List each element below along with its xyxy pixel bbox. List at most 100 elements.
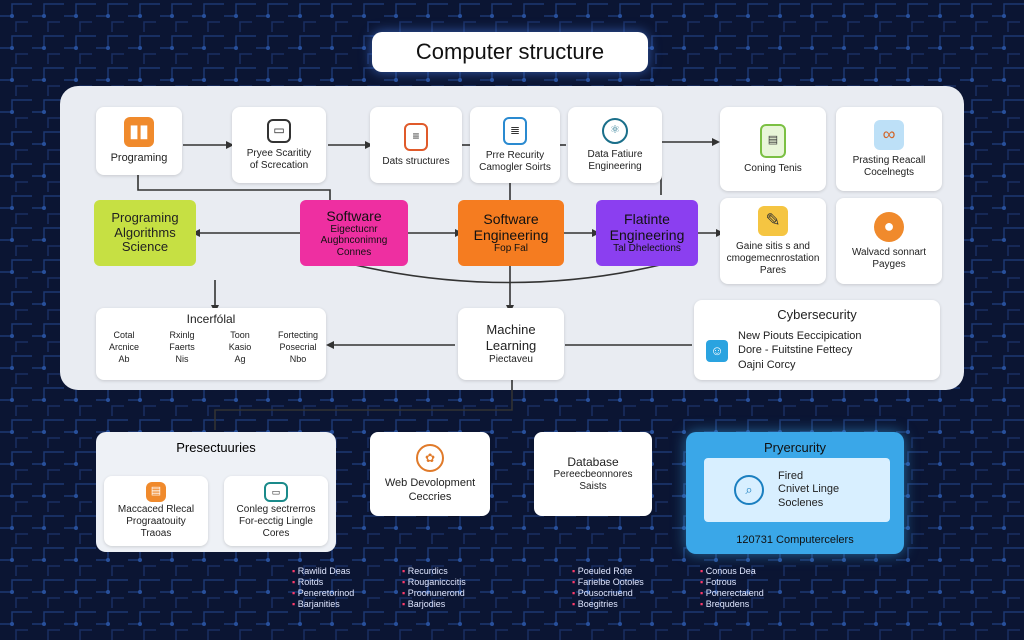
database-subtext: Pereecbeonnores Saists	[553, 469, 633, 493]
card-waived[interactable]: ● Walvacd sonnart Payges	[836, 198, 942, 284]
card-web-development[interactable]: ✿ Web Devolopment Ceccries	[370, 432, 490, 516]
footer-list: Rawilid Deas Roitds Peneretorinod Barjan…	[292, 566, 355, 610]
card-security-scripts[interactable]: ≣ Prre Recurity Camogler Soirts	[470, 107, 560, 183]
footer-item: Peneretorinod	[292, 588, 355, 599]
info-cell: Rxinlg	[169, 330, 195, 341]
ml-subtext: Piectaveu	[489, 353, 533, 365]
ml-heading: Machine Learning	[485, 322, 537, 353]
footer-item: Poeuled Rote	[572, 566, 644, 577]
card-cybersecurity[interactable]: Cybersecurity ☺ New Piouts Eeccipication…	[694, 300, 940, 380]
info-cell: Posecrial	[279, 342, 317, 353]
card-database[interactable]: Database Pereecbeonnores Saists	[534, 432, 652, 516]
block-heading: Programing Algorithms Science	[111, 209, 179, 255]
footer-list: Poeuled Rote Farielbe Ootoles Pousocriue…	[572, 566, 644, 610]
card-prereq-right[interactable]: ▭ Conleg sectrerros For-ecctig Lingle Co…	[224, 476, 328, 546]
footer-item: Roitds	[292, 577, 354, 588]
security-footer: 120731 Computercelers	[736, 534, 854, 546]
info-panel: Incerfólal Cotal Rxinlg Toon Fortecting …	[96, 308, 326, 380]
block-software-engineering[interactable]: Software Engineering Fop Fal	[458, 200, 564, 266]
block-heading: Flatinte Engineering	[609, 211, 685, 244]
card-privacy[interactable]: ▭ Pryee Scaritity of Screcation	[232, 107, 326, 183]
search-icon: ⌕	[734, 475, 764, 505]
cyber-title: Cybersecurity	[777, 306, 857, 322]
diagram-title: Computer structure	[372, 32, 648, 72]
info-cell: Ag	[234, 353, 246, 364]
card-label: Data Fatiure Engineering	[587, 148, 643, 172]
card-data-structures[interactable]: ≡ Dats structures	[370, 107, 462, 183]
footer-item: Recurdics	[402, 566, 466, 577]
block-algorithms[interactable]: Programing Algorithms Science	[94, 200, 196, 266]
block-subtext: Tal Dhelections	[613, 243, 681, 255]
footer-item: Conous Dea	[700, 566, 764, 577]
block-heading: Software	[326, 207, 382, 224]
security-panel[interactable]: Pryercurity ⌕ Fired Cnivet Linge Soclene…	[686, 432, 904, 554]
test-chart-icon: ▤	[760, 123, 786, 158]
footer-item: Farielbe Ootoles	[572, 577, 644, 588]
security-title: Pryercurity	[763, 440, 827, 455]
folder-icon: ▭	[264, 482, 288, 502]
footer-item: Brequdens	[700, 599, 764, 610]
card-prereq-left[interactable]: ▤ Maccaced Rlecal Prograatouity Traoas	[104, 476, 208, 546]
info-cell: Arcnice	[108, 342, 139, 353]
info-cell: Kasio	[228, 342, 252, 353]
info-cell: Nbo	[289, 353, 307, 364]
chain-icon: ∞	[874, 119, 904, 150]
cyber-line: Oajni Corcy	[738, 359, 796, 372]
footer-item: Ponerectaiend	[700, 588, 764, 599]
footer-list: Recurdics Rouganicccitis Proonunerond Ba…	[402, 566, 466, 610]
web-icon: ✿	[416, 444, 444, 473]
info-cell: Ab	[118, 353, 130, 364]
prerequisites-title: Presectuuries	[176, 440, 256, 455]
bar-chart-icon: ▮▮	[124, 116, 154, 147]
card-label: Dats structures	[382, 155, 450, 167]
card-label: Programing	[110, 151, 168, 164]
card-recall[interactable]: ∞ Prasting Reacall Cocelnegts	[836, 107, 942, 191]
database-title: Database	[567, 454, 619, 469]
info-panel-title: Incerfólal	[186, 312, 236, 326]
block-flatite[interactable]: Flatinte Engineering Tal Dhelections	[596, 200, 698, 266]
card-label: Maccaced Rlecal Prograatouity Traoas	[117, 504, 195, 539]
card-storage[interactable]: ✎ Gaine sitis s and cmogemecnrostation P…	[720, 198, 826, 284]
script-icon: ≣	[503, 116, 527, 145]
card-label: Pryee Scaritity of Screcation	[246, 147, 312, 171]
footer-item: Pousocriuend	[572, 588, 644, 599]
cyber-line: New Piouts Eeccipication	[738, 329, 862, 342]
user-icon: ●	[874, 211, 904, 242]
info-cell: Fortecting	[277, 330, 319, 341]
card-label: Gaine sitis s and cmogemecnrostation Par…	[726, 240, 820, 276]
footer-list: Conous Dea Fotrous Ponerectaiend Brequde…	[700, 566, 764, 610]
cyber-line: Dore - Fuitstine Fettecy	[738, 344, 853, 357]
info-cell: Cotal	[113, 330, 135, 341]
footer-item: Barjodies	[402, 599, 466, 610]
card-machine-learning[interactable]: Machine Learning Piectaveu	[458, 308, 564, 380]
security-inner: Fired Cnivet Linge Soclenes	[778, 470, 840, 509]
info-cell: Toon	[230, 330, 250, 341]
card-label: Conleg sectrerros For-ecctig Lingle Core…	[236, 504, 316, 539]
card-label: Coning Tenis	[744, 162, 802, 174]
footer-item: Barjanities	[292, 599, 354, 610]
card-programming[interactable]: ▮▮ Programing	[96, 107, 182, 175]
footer-item: Rouganicccitis	[402, 577, 466, 588]
info-cell: Nis	[175, 353, 189, 364]
molecule-icon: ⚛	[602, 117, 628, 144]
footer-item: Rawilid Deas	[292, 566, 354, 577]
block-heading: Software Engineering	[473, 211, 549, 244]
block-subtext: Eigectucnr Augbnconimng Connes	[320, 223, 388, 258]
block-subtext: Fop Fal	[494, 243, 528, 255]
card-label: Prre Recurity Camogler Soirts	[479, 149, 551, 173]
book-icon: ▤	[146, 482, 166, 502]
card-label: Prasting Reacall Cocelnegts	[852, 154, 926, 178]
document-icon: ≡	[404, 122, 428, 151]
footer-item: Fotrous	[700, 577, 764, 588]
card-label: Walvacd sonnart Payges	[851, 246, 927, 270]
footer-item: Boegitries	[572, 599, 644, 610]
chat-icon: ✎	[758, 205, 788, 236]
info-cell: Faerts	[169, 342, 195, 353]
folder-icon: ▭	[267, 118, 291, 143]
card-coding-tests[interactable]: ▤ Coning Tenis	[720, 107, 826, 191]
person-icon: ☺	[706, 339, 728, 362]
card-label: Web Devolopment Ceccries	[384, 477, 476, 503]
footer-item: Proonunerond	[402, 588, 466, 599]
block-software[interactable]: Software Eigectucnr Augbnconimng Connes	[300, 200, 408, 266]
card-data-engineering[interactable]: ⚛ Data Fatiure Engineering	[568, 107, 662, 183]
